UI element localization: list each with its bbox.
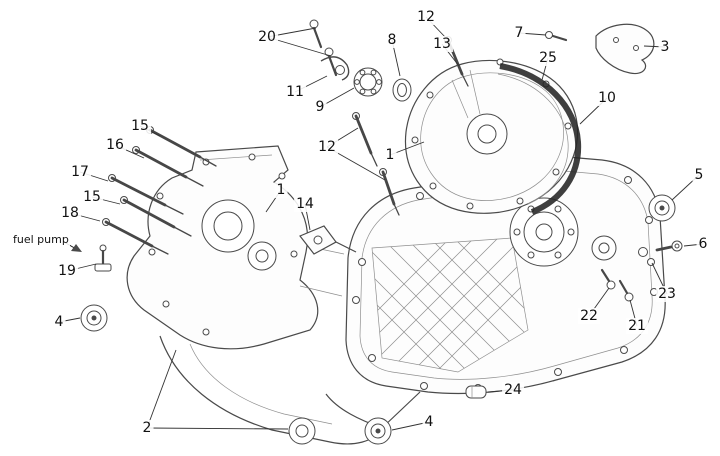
callout-label-20: 20 [256, 29, 278, 45]
callout-label-22: 22 [578, 308, 600, 324]
clutch-cover [404, 58, 579, 214]
callout-label-10: 10 [596, 90, 618, 106]
callout-label-9: 9 [313, 99, 327, 115]
lower-mount-arm [159, 335, 421, 445]
callout-label-14: 14 [294, 196, 316, 212]
small-cover-plate [595, 23, 655, 75]
callout-label-25: 25 [537, 50, 559, 66]
callout-label-8: 8 [385, 32, 399, 48]
left-crankcase-half [126, 145, 345, 350]
callout-label-16: 16 [104, 137, 126, 153]
callout-label-3: 3 [658, 39, 672, 55]
right-crankcase-half [345, 153, 666, 395]
fuel-pump-label: fuel pump [12, 233, 70, 246]
callout-label-4: 4 [422, 414, 436, 430]
callout-label-7: 7 [512, 25, 526, 41]
callout-label-15: 15 [129, 118, 151, 134]
callout-label-2: 2 [140, 420, 154, 436]
fuel-pump-fitting [94, 244, 112, 272]
callout-label-19: 19 [56, 263, 78, 279]
rubber-bushing-left [80, 304, 108, 332]
right-side-screws [600, 240, 683, 302]
crankcase-bolts-left [102, 126, 217, 255]
callout-label-1: 1 [383, 147, 397, 163]
callout-label-11: 11 [284, 84, 306, 100]
oil-seal [392, 78, 412, 102]
callout-label-15: 15 [81, 189, 103, 205]
callout-label-23: 23 [656, 286, 678, 302]
rubber-bushing-right [648, 194, 676, 222]
cover-gasket [497, 63, 582, 215]
callout-label-12: 12 [415, 9, 437, 25]
support-bracket [299, 225, 357, 255]
callout-label-12: 12 [316, 139, 338, 155]
callout-label-24: 24 [502, 382, 524, 398]
callout-label-17: 17 [69, 164, 91, 180]
callout-label-13: 13 [431, 36, 453, 52]
small-screws-top [309, 19, 568, 77]
callout-label-18: 18 [59, 205, 81, 221]
callout-label-6: 6 [696, 236, 710, 252]
rubber-bushing-bottom [364, 417, 392, 445]
callout-label-5: 5 [692, 167, 706, 183]
callout-label-1: 1 [274, 182, 288, 198]
callout-label-21: 21 [626, 318, 648, 334]
dowel-pin [465, 385, 487, 399]
callout-label-4: 4 [52, 314, 66, 330]
ball-bearing [353, 67, 383, 97]
